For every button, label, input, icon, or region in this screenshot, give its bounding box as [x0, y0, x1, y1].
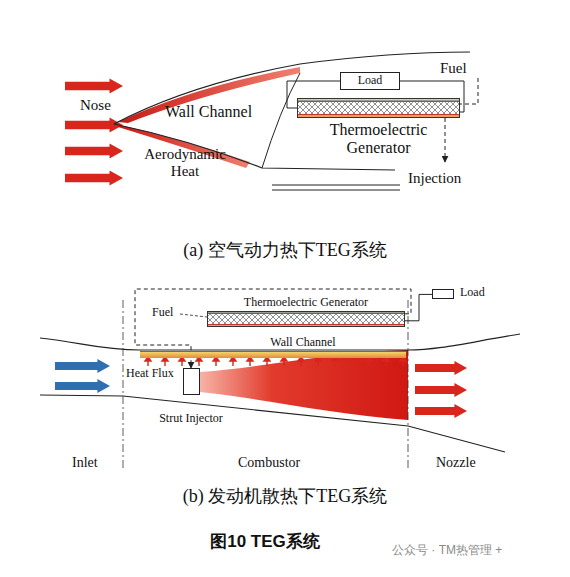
heat-flux-arrow: [213, 357, 219, 366]
wall-strip: [140, 351, 406, 358]
flow-arrow: [415, 383, 467, 397]
heat-flux-arrow: [315, 357, 321, 366]
figure-caption: 图10 TEG系统: [165, 532, 365, 552]
heat-flux-arrow: [264, 357, 270, 366]
heat-flux-arrow: [366, 357, 372, 366]
heat-flux-arrow: [281, 357, 287, 366]
injection-line: [445, 118, 446, 162]
fuel-leader: [180, 314, 207, 317]
fuel-line: [135, 289, 411, 368]
heat-arrow: [65, 118, 123, 133]
flow-arrows: [55, 359, 467, 418]
heat-flux-arrows: [145, 357, 406, 366]
heat-flux-arrow: [196, 357, 202, 366]
heat-arrow: [65, 144, 123, 159]
heat-flux-arrow: [247, 357, 253, 366]
part-label: Aerodynamic Heat: [135, 146, 235, 181]
part-label: Fuel: [152, 306, 173, 320]
fuel-line: [460, 78, 478, 104]
heat-arrows: [65, 79, 123, 186]
heat-arrow: [65, 171, 123, 186]
subfigure-caption: (a) 空气动力热下TEG系统: [0, 240, 570, 261]
strut-body: [183, 368, 200, 395]
load-symbol: [432, 289, 454, 299]
heat-flux-arrow: [349, 357, 355, 366]
node-label: Strut Injector: [159, 412, 223, 426]
wire: [405, 294, 432, 320]
part-label: Fuel: [440, 60, 467, 77]
heat-flux-arrow: [179, 357, 185, 366]
teg-module: Thermoelectric Generator: [297, 98, 460, 158]
subfigure-caption: (b) 发动机散热下TEG系统: [0, 486, 570, 507]
part-label: Inlet: [72, 455, 98, 471]
heat-flux-arrow: [162, 357, 168, 366]
watermark: 公众号 · TM热管理 +: [392, 544, 502, 558]
wall-channel: Wall Channel: [140, 336, 406, 358]
node-label: Load: [358, 74, 383, 88]
flow-arrow: [415, 404, 467, 418]
heat-flux-arrow: [400, 357, 406, 366]
part-label: Combustor: [238, 455, 300, 471]
teg-bar: [207, 311, 405, 327]
part-label: Injection: [408, 170, 461, 187]
teg-stack: [297, 98, 460, 118]
heat-flux-arrow: [383, 357, 389, 366]
inner-wall: [262, 73, 300, 168]
heat-arrow: [65, 79, 123, 94]
engine-wall: [40, 334, 520, 350]
flow-arrow: [55, 359, 110, 373]
section-line: [123, 300, 408, 470]
part-label: Nose: [80, 97, 111, 114]
node-label: Wall Channel: [270, 336, 335, 350]
flow-arrow: [55, 379, 110, 393]
heat-flux-arrow: [298, 357, 304, 366]
load-box: Load: [340, 72, 400, 90]
part-label: Heat Flux: [126, 367, 174, 381]
load-box: Load: [432, 289, 485, 300]
heat-flux-arrow: [230, 357, 236, 366]
heat-flux-arrow: [332, 357, 338, 366]
heat-flux-arrow: [145, 357, 151, 366]
combustion-flame: [200, 350, 408, 420]
node-label: Load: [460, 286, 485, 300]
node-label: Thermoelectric Generator: [244, 296, 368, 310]
wall-channel-band: [118, 67, 300, 123]
teg-module: Thermoelectric Generator: [207, 296, 405, 327]
flow-arrow: [415, 361, 467, 375]
engine-wall: [40, 395, 505, 452]
teg-stack: [207, 311, 405, 327]
part-label: Wall Channel: [165, 103, 252, 121]
node-label: Thermoelectric Generator: [297, 121, 460, 158]
part-label: Nozzle: [436, 455, 476, 471]
cowl: [272, 185, 400, 190]
teg-bar: [297, 98, 460, 118]
